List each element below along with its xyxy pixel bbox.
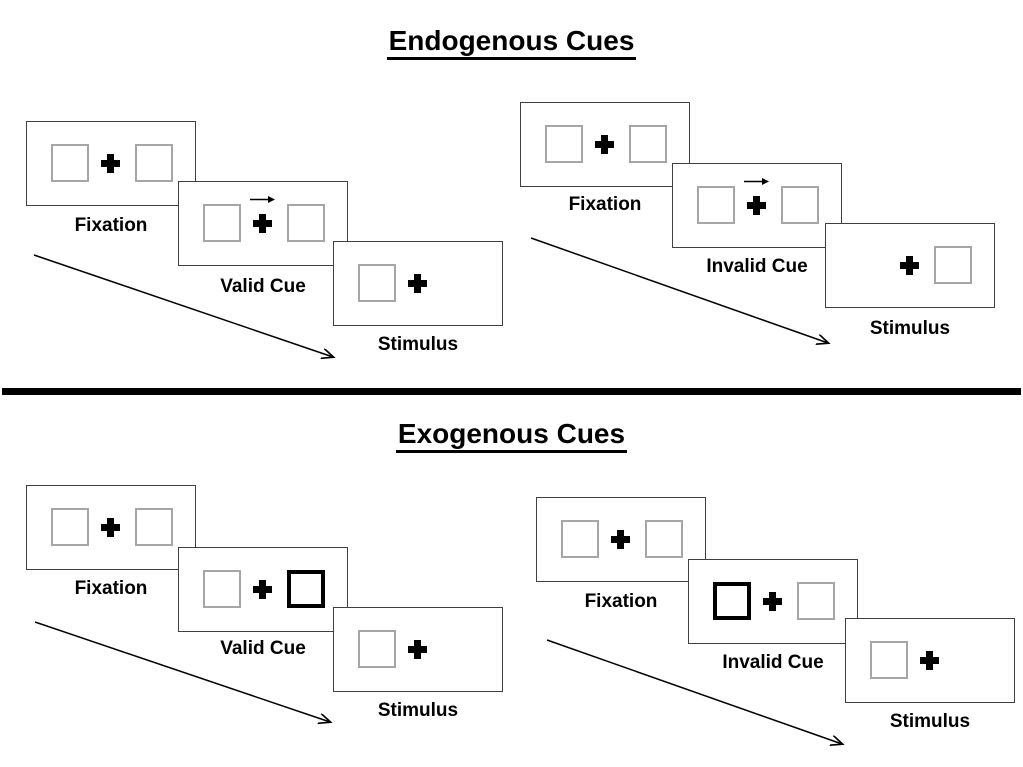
panel-label: Valid Cue bbox=[220, 276, 306, 297]
panel-label: Valid Cue bbox=[220, 638, 306, 659]
left-stimulus-box: ★ bbox=[51, 508, 89, 546]
fixation-cross-icon bbox=[253, 214, 272, 233]
invalid-cue-panel: ★ ★ bbox=[688, 559, 858, 644]
cue-arrow-icon bbox=[249, 191, 276, 209]
right-stimulus-box: ★ bbox=[287, 570, 325, 608]
panel-label: Fixation bbox=[584, 591, 658, 612]
left-stimulus-box: ★ bbox=[561, 520, 599, 558]
valid-cue-panel: ★ ★ bbox=[178, 547, 348, 632]
fixation-cross-icon bbox=[900, 256, 919, 275]
fixation-cross-icon bbox=[408, 274, 427, 293]
invalid-cue-panel: ★ ★ bbox=[672, 163, 842, 248]
fixation-cross-icon bbox=[408, 640, 427, 659]
fixation-cross-icon bbox=[747, 196, 766, 215]
panel-label: Stimulus bbox=[889, 711, 971, 732]
left-stimulus-box: ★ bbox=[870, 641, 908, 679]
timeline-arrow bbox=[530, 237, 828, 343]
cue-arrow-icon bbox=[743, 173, 770, 191]
right-stimulus-box: ★ bbox=[934, 246, 972, 284]
right-stimulus-box: ★ bbox=[781, 186, 819, 224]
right-stimulus-box: ★ bbox=[645, 520, 683, 558]
panel-label: Fixation bbox=[568, 194, 642, 215]
fixation-panel: ★ ★ bbox=[520, 102, 690, 187]
panel-label: Invalid Cue bbox=[706, 256, 808, 277]
section-title-text: Endogenous Cues bbox=[386, 25, 637, 60]
panel-label: Fixation bbox=[74, 215, 148, 236]
fixation-cross-icon bbox=[101, 154, 120, 173]
fixation-panel: ★ ★ bbox=[26, 121, 196, 206]
fixation-cross-icon bbox=[611, 530, 630, 549]
panel-label: Stimulus bbox=[377, 700, 459, 721]
fixation-cross-icon bbox=[595, 135, 614, 154]
panel-label: Stimulus bbox=[377, 334, 459, 355]
left-stimulus-box: ★ bbox=[697, 186, 735, 224]
right-stimulus-box: ★ bbox=[287, 204, 325, 242]
fixation-panel: ★ ★ bbox=[26, 485, 196, 570]
section-title-exogenous: Exogenous Cues bbox=[0, 417, 1023, 453]
fixation-panel: ★ ★ bbox=[536, 497, 706, 582]
timeline-arrow bbox=[34, 621, 330, 722]
section-divider bbox=[2, 388, 1021, 395]
fixation-cross-icon bbox=[101, 518, 120, 537]
left-stimulus-box: ★ bbox=[358, 264, 396, 302]
timeline-arrow bbox=[33, 254, 333, 357]
left-stimulus-box: ★ bbox=[203, 204, 241, 242]
section-title-text: Exogenous Cues bbox=[395, 418, 628, 453]
left-stimulus-box: ★ bbox=[203, 570, 241, 608]
left-stimulus-box: ★ bbox=[545, 125, 583, 163]
stimulus-panel: ★ ★ bbox=[333, 241, 503, 326]
panel-label: Invalid Cue bbox=[722, 652, 824, 673]
left-stimulus-box: ★ bbox=[358, 630, 396, 668]
stimulus-panel: ★ ★ bbox=[333, 607, 503, 692]
left-stimulus-box: ★ bbox=[51, 144, 89, 182]
right-stimulus-box: ★ bbox=[135, 144, 173, 182]
valid-cue-panel: ★ ★ bbox=[178, 181, 348, 266]
fixation-cross-icon bbox=[253, 580, 272, 599]
stimulus-panel: ★ ★ bbox=[845, 618, 1015, 703]
fixation-cross-icon bbox=[763, 592, 782, 611]
fixation-cross-icon bbox=[920, 651, 939, 670]
left-stimulus-box: ★ bbox=[713, 582, 751, 620]
right-stimulus-box: ★ bbox=[629, 125, 667, 163]
stimulus-panel: ★ ★ bbox=[825, 223, 995, 308]
panel-label: Stimulus bbox=[869, 318, 951, 339]
section-title-endogenous: Endogenous Cues bbox=[0, 24, 1023, 60]
panel-label: Fixation bbox=[74, 578, 148, 599]
timeline-arrow bbox=[546, 639, 842, 744]
right-stimulus-box: ★ bbox=[135, 508, 173, 546]
right-stimulus-box: ★ bbox=[797, 582, 835, 620]
